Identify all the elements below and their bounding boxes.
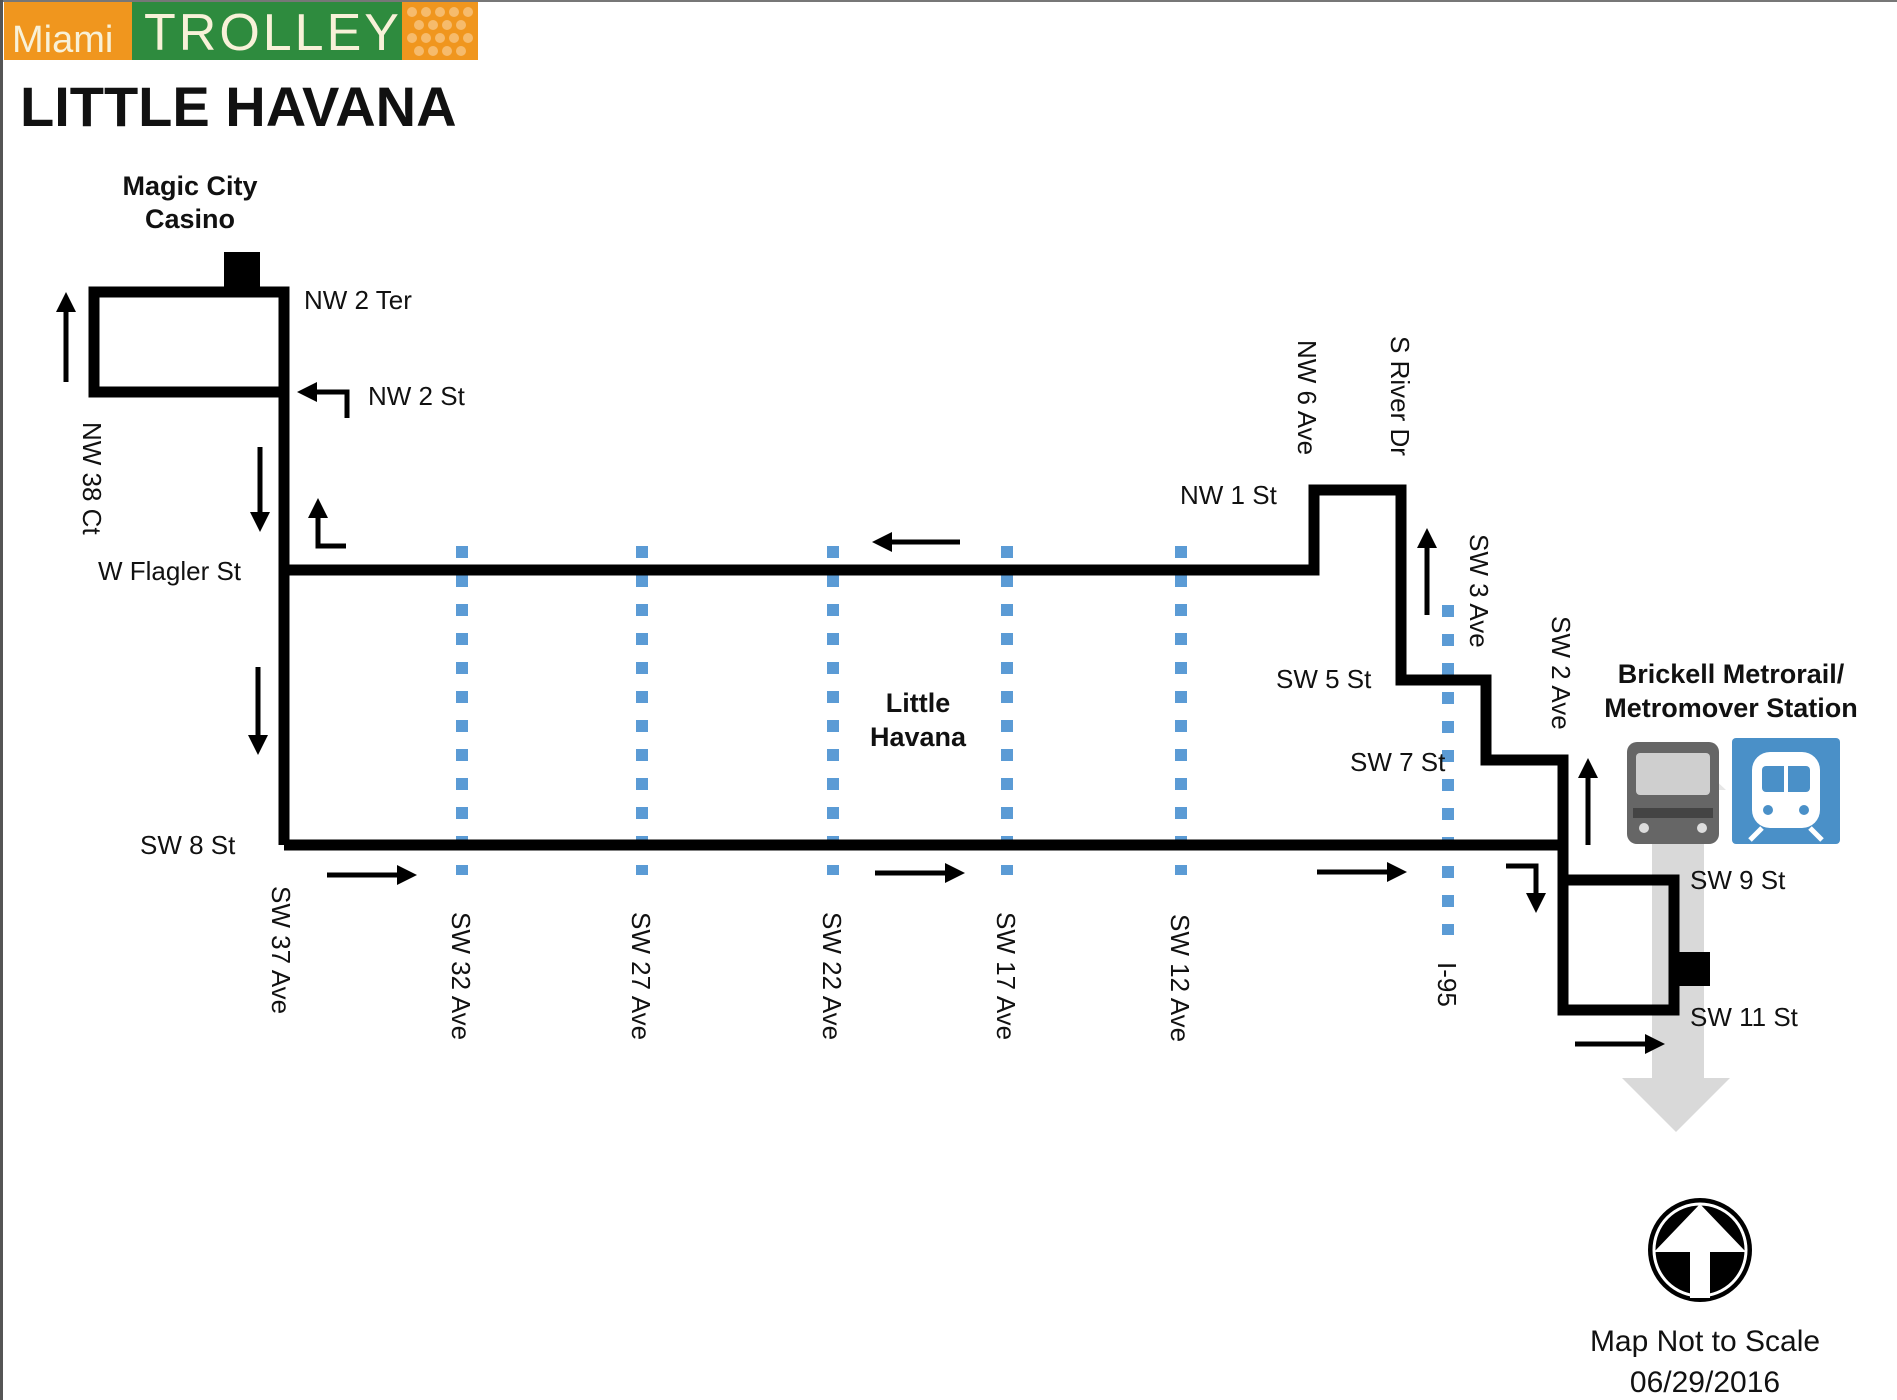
street-label-nw-38-ct: NW 38 Ct [77, 422, 107, 535]
casino-label-line1: Magic City [122, 171, 257, 201]
logo-word-trolley: TROLLEY [144, 4, 402, 62]
flagler-return-segment [284, 484, 1680, 1016]
logo-word-miami: Miami [12, 19, 113, 61]
street-label-nw-2-ter: NW 2 Ter [304, 285, 412, 315]
direction-arrow-icon [297, 382, 350, 418]
street-label-sw-12-ave: SW 12 Ave [1165, 914, 1195, 1042]
street-label-sw-9-st: SW 9 St [1690, 865, 1786, 895]
map-date: 06/29/2016 [1630, 1366, 1780, 1399]
logo-green-block [132, 2, 402, 60]
casino-label-line2: Casino [145, 204, 235, 234]
station-label-line1: Brickell Metrorail/ [1618, 659, 1845, 689]
page-title: LITTLE HAVANA [20, 75, 457, 138]
street-label-nw-6-ave: NW 6 Ave [1292, 340, 1322, 455]
top-border [0, 0, 1897, 2]
street-label-s-river-dr: S River Dr [1385, 336, 1415, 456]
trolley-route [88, 286, 1680, 1016]
metrorail-train-icon [1732, 738, 1840, 844]
street-labels: NW 2 Ter NW 2 St W Flagler St SW 8 St NW… [98, 285, 1799, 1032]
street-label-sw-5-st: SW 5 St [1276, 664, 1372, 694]
logo-dot-pattern [407, 7, 473, 56]
station-stop-marker [1674, 952, 1710, 986]
street-label-sw-2-ave: SW 2 Ave [1546, 616, 1576, 730]
street-label-sw-27-ave: SW 27 Ave [626, 912, 656, 1040]
street-label-sw-32-ave: SW 32 Ave [446, 912, 476, 1040]
street-label-sw-11-st: SW 11 St [1690, 1002, 1799, 1032]
avenue-labels: NW 38 Ct SW 37 Ave SW 32 Ave SW 27 Ave S… [77, 336, 1576, 1042]
logo-orange-block [4, 2, 132, 60]
street-label-sw-22-ave: SW 22 Ave [817, 912, 847, 1040]
street-label-sw-8-st: SW 8 St [140, 830, 236, 860]
street-label-sw-17-ave: SW 17 Ave [991, 912, 1021, 1040]
street-label-w-flagler: W Flagler St [98, 556, 242, 586]
street-label-i95: I-95 [1432, 962, 1462, 1007]
street-label-nw-2-st: NW 2 St [368, 381, 466, 411]
map-scale-note: Map Not to Scale [1590, 1325, 1820, 1358]
street-label-nw-1-st: NW 1 St [1180, 480, 1278, 510]
neighborhood-label-line2: Havana [870, 722, 967, 752]
street-label-sw-3-ave: SW 3 Ave [1464, 534, 1494, 648]
turn-arrows [297, 382, 1546, 913]
street-label-sw-7-st: SW 7 St [1350, 747, 1446, 777]
neighborhood-label-line1: Little [886, 688, 951, 718]
direction-arrows [56, 292, 1665, 1054]
casino-stop-marker [224, 252, 260, 292]
station-label-line2: Metromover Station [1604, 693, 1858, 723]
direction-arrow-icon [308, 498, 346, 549]
trolley-bus-icon [1627, 742, 1719, 844]
miami-trolley-logo: Miami TROLLEY [4, 2, 478, 62]
casino-loop [88, 286, 290, 398]
street-label-sw-37-ave: SW 37 Ave [266, 886, 296, 1014]
direction-arrow-icon [1506, 863, 1546, 913]
left-border [0, 0, 3, 1400]
north-arrow-icon [1648, 1198, 1752, 1302]
